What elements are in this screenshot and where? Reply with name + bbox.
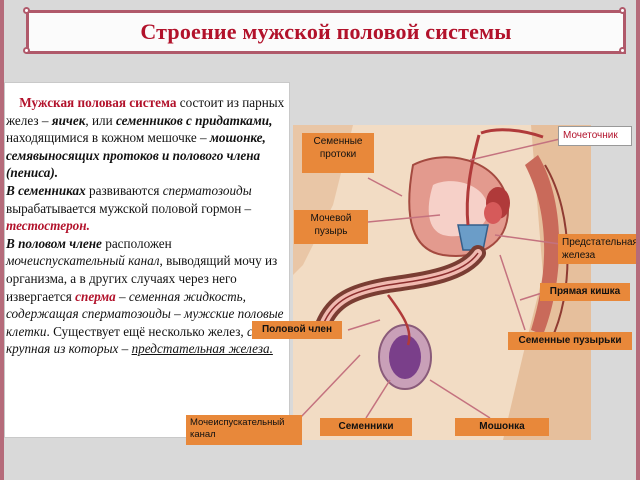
- text-run: сперма: [75, 288, 116, 304]
- corner-dot: [619, 47, 626, 54]
- text-run: мошонке, семявыносящих протоков и полово…: [6, 130, 266, 181]
- label-ureter: Мочеточник: [558, 126, 632, 146]
- label-penis: Половой член: [252, 321, 342, 339]
- text-panel: [4, 82, 290, 438]
- corner-dot: [619, 7, 626, 14]
- label-prostate: Предстательная железа: [558, 234, 636, 264]
- lead-term: Мужская половая система: [19, 95, 177, 110]
- text-run: –: [115, 288, 129, 304]
- text-run: вырабатывается мужской половой гормон –: [6, 200, 252, 216]
- text-run: В семенниках: [6, 182, 86, 198]
- paragraph-1: Мужская половая система состоит из парны…: [6, 94, 288, 182]
- paragraph-3: В половом члене расположен мочеиспускате…: [6, 235, 288, 358]
- text-run: тестостерон.: [6, 218, 90, 234]
- label-urethra: Мочеиспускательный канал: [186, 415, 302, 445]
- label-bladder: Мочевой пузырь: [294, 210, 368, 244]
- text-run: сперматозоиды: [162, 182, 252, 198]
- paragraph-2: В семенниках развиваются сперматозоиды в…: [6, 182, 288, 235]
- label-seminal-vesicles: Семенные пузырьки: [508, 332, 632, 350]
- page-title: Строение мужской половой системы: [140, 19, 512, 44]
- text-run: . Существует ещё несколько желез,: [46, 323, 248, 339]
- label-scrotum: Мошонка: [455, 418, 549, 436]
- text-run: состоит из парных желез –: [6, 95, 285, 128]
- corner-dot: [23, 7, 30, 14]
- text-run: находящимися в кожном мешочке –: [6, 130, 210, 146]
- text-run: , или: [85, 112, 116, 128]
- text-run: мочеиспускательный канал: [6, 253, 160, 269]
- text-run: предстательная железа.: [131, 341, 273, 357]
- label-testes: Семенники: [320, 418, 412, 436]
- text-run: яичек: [51, 112, 86, 128]
- title-box: Строение мужской половой системы: [26, 10, 626, 54]
- text-body: Мужская половая система состоит из парны…: [6, 94, 288, 358]
- corner-dot: [23, 47, 30, 54]
- text-run: В половом члене: [6, 235, 102, 251]
- label-seminal-ducts: Семенные протоки: [302, 133, 374, 173]
- text-run: семенная жидкость, содержащая сперматозо…: [6, 288, 284, 339]
- text-run: семенников с придатками,: [115, 112, 273, 128]
- label-rectum: Прямая кишка: [540, 283, 630, 301]
- text-run: , выводящий мочу из организма, а в други…: [6, 253, 278, 304]
- text-run: развиваются: [85, 182, 163, 198]
- text-run: расположен: [101, 235, 172, 251]
